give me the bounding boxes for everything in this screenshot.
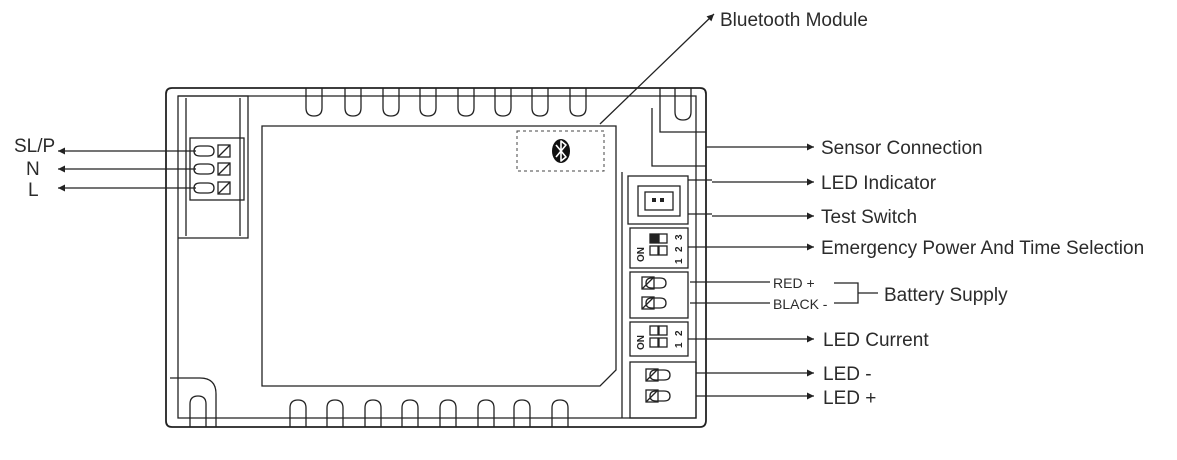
led-indicator-label: LED Indicator <box>821 173 937 194</box>
black-minus-label: BLACK - <box>773 296 828 312</box>
fin-top-2 <box>344 88 362 117</box>
mains-terminal-housing <box>189 137 245 201</box>
led-plus-label: LED + <box>823 388 876 409</box>
fin-bottom-5 <box>439 399 457 427</box>
mains-terminal-2 <box>193 162 231 176</box>
cooling-fins-bottom <box>289 399 569 427</box>
fin-bottom-2 <box>326 399 344 427</box>
slp-label: SL/P <box>14 136 55 157</box>
fin-top-3 <box>382 88 400 117</box>
mains-terminal-1 <box>193 144 231 158</box>
dip3-num-2: 2 <box>674 246 685 252</box>
fin-top-6 <box>494 88 512 117</box>
dip-switch-led-current: ON 1 2 <box>629 321 689 357</box>
l-label: L <box>28 180 39 201</box>
dip3-num-1: 1 <box>674 258 685 264</box>
fin-top-4 <box>419 88 437 117</box>
device-housing <box>165 87 707 428</box>
n-label: N <box>26 159 40 180</box>
fin-bottom-3 <box>364 399 382 427</box>
led-output-terminal-block <box>629 361 697 419</box>
fin-bottom-8 <box>551 399 569 427</box>
bluetooth-module <box>516 130 605 172</box>
battery-supply-label: Battery Supply <box>884 285 1008 306</box>
dip-switch-emergency: ON 1 2 3 <box>629 227 689 269</box>
battery-bracket <box>834 282 878 304</box>
dip2-num-1: 1 <box>674 342 685 348</box>
sensor-connection-label: Sensor Connection <box>821 138 983 159</box>
fin-bottom-7 <box>513 399 531 427</box>
leader-lines <box>58 13 878 400</box>
led-current-label: LED Current <box>823 330 929 351</box>
led-terminal-1 <box>645 368 671 382</box>
mains-terminal-3 <box>193 181 231 195</box>
cooling-fins-top <box>305 88 587 117</box>
bluetooth-icon <box>552 139 570 163</box>
bluetooth-module-label: Bluetooth Module <box>720 10 868 31</box>
bluetooth-arrow <box>599 13 715 125</box>
battery-terminal-1 <box>641 276 667 290</box>
red-plus-label: RED + <box>773 275 815 291</box>
test-switch-label: Test Switch <box>821 207 917 228</box>
dip3-on-label: ON <box>636 247 647 262</box>
dip2-on-label: ON <box>636 335 647 350</box>
fin-bottom-1 <box>289 399 307 427</box>
fin-bottom-6 <box>477 399 495 427</box>
battery-terminal-block <box>629 271 689 319</box>
led-indicator-and-test-switch <box>627 175 712 225</box>
fin-top-8 <box>569 88 587 117</box>
dip3-num-3: 3 <box>674 234 685 240</box>
mains-terminal-block <box>189 137 245 201</box>
led-minus-label: LED - <box>823 364 872 385</box>
dip2-num-2: 2 <box>674 330 685 336</box>
label-panel <box>261 125 617 387</box>
emergency-selection-label: Emergency Power And Time Selection <box>821 238 1144 259</box>
fin-top-5 <box>457 88 475 117</box>
fin-bottom-4 <box>401 399 419 427</box>
fin-top-7 <box>531 88 549 117</box>
sensor-connection-port <box>651 108 706 167</box>
fin-top-1 <box>305 88 323 117</box>
battery-terminal-2 <box>641 296 667 310</box>
led-terminal-2 <box>645 389 671 403</box>
